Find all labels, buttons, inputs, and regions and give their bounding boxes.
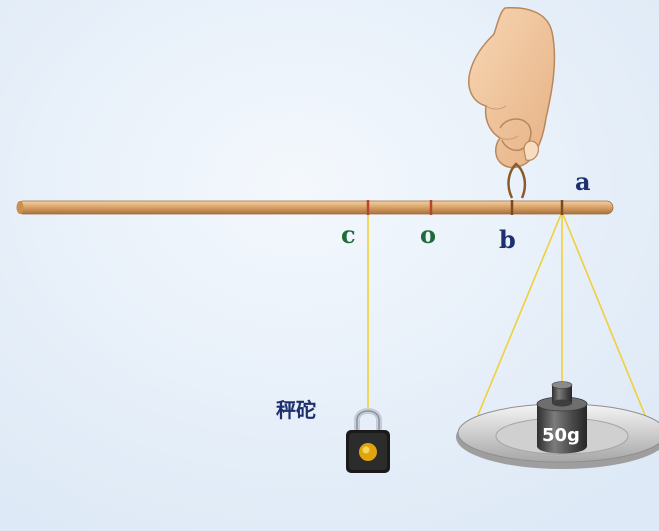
label-a: a (575, 167, 591, 196)
hanging-loop (507, 162, 527, 199)
counterweight-label: 秤砣 (276, 398, 316, 422)
cylindrical-weight-icon (536, 381, 588, 454)
label-o: o (420, 220, 437, 249)
padlock-counterweight-icon (346, 408, 390, 473)
label-b: b (499, 225, 516, 254)
steelyard-rod (16, 200, 614, 215)
hand-icon (468, 6, 556, 169)
label-c: c (341, 220, 356, 249)
rod-marks (366, 200, 564, 215)
weight-mass-label: 50g (542, 425, 580, 446)
